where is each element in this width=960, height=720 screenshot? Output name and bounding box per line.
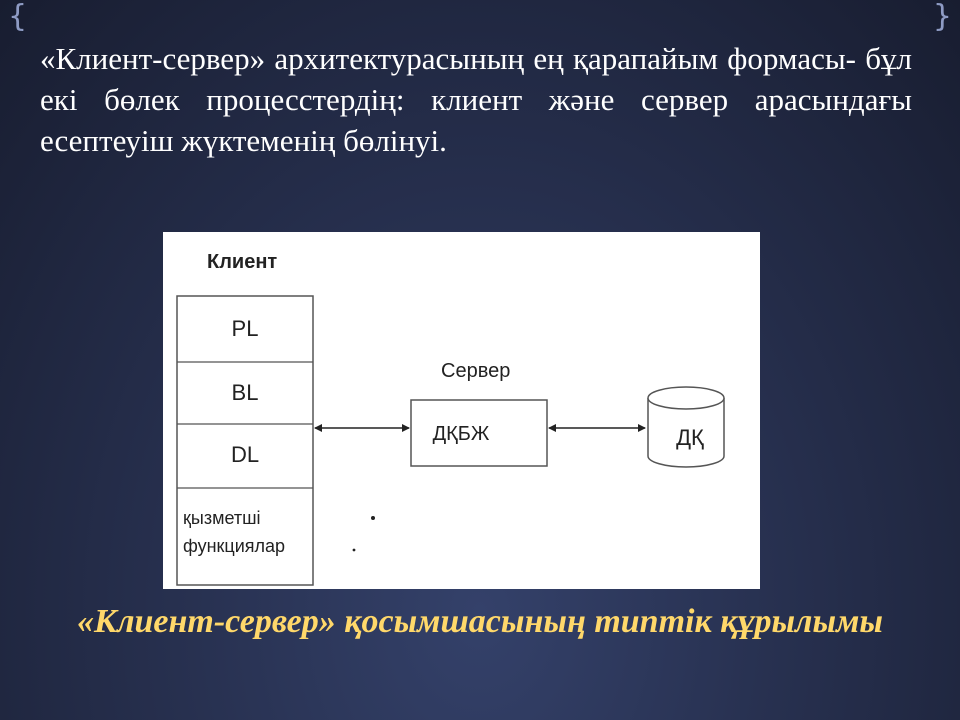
intro-paragraph: «Клиент-сервер» архитектурасының ең қара… [40, 41, 912, 158]
server-title: Сервер [441, 360, 510, 382]
client-server-diagram: Клиент PL BL DL қызметші функциялар Серв… [163, 232, 760, 589]
left-brace-decoration: { [8, 0, 28, 34]
database-cylinder [647, 386, 725, 468]
scan-dot [371, 516, 375, 520]
client-layer-bl: BL [232, 380, 259, 405]
client-title: Клиент [207, 251, 277, 273]
client-layer-dl: DL [231, 442, 259, 467]
client-services-line1: қызметші [183, 508, 261, 528]
server-box-label: ДҚБЖ [433, 423, 490, 445]
client-services-line2: функциялар [183, 536, 285, 556]
figure-caption: «Клиент-сервер» қосымшасының типтік құры… [77, 603, 883, 640]
client-layer-pl: PL [232, 316, 259, 341]
client-column-frame [176, 295, 314, 586]
server-box [410, 399, 548, 467]
right-brace-decoration: } [932, 0, 952, 34]
scan-dot [352, 548, 356, 552]
database-label: ДҚ [676, 425, 704, 450]
